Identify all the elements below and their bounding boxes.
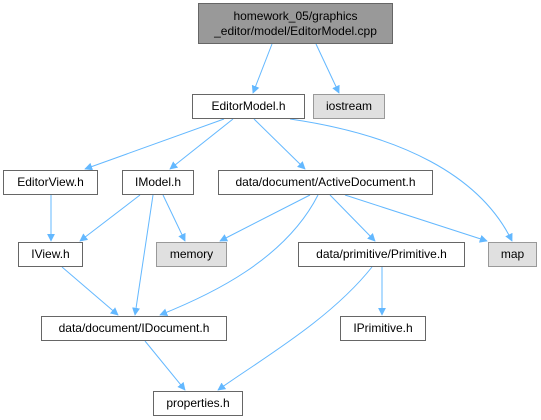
edge-iview-to-idocument — [61, 266, 119, 316]
node-imodel-h[interactable]: IModel.h — [122, 170, 194, 195]
node-root-editor-model-cpp[interactable]: homework_05/graphics _editor/model/Edito… — [198, 3, 393, 44]
edge-active-document-to-map — [344, 194, 488, 243]
edge-root-to-iostream — [315, 43, 340, 94]
edge-active-document-to-idocument — [159, 194, 319, 317]
edge-editor-model-to-imodel — [169, 118, 234, 170]
edge-editor-model-to-active-document — [253, 118, 306, 170]
edge-active-document-to-memory — [219, 194, 311, 242]
node-iprimitive-h[interactable]: IPrimitive.h — [340, 316, 426, 341]
node-map[interactable]: map — [488, 242, 537, 267]
root-label-line-1: homework_05/graphics — [233, 8, 358, 23]
node-idocument-h[interactable]: data/document/IDocument.h — [41, 316, 227, 341]
edge-editor-model-to-editor-view — [84, 118, 225, 171]
edge-imodel-to-memory — [162, 194, 186, 242]
node-iview-h[interactable]: IView.h — [18, 242, 83, 267]
edge-editor-model-to-map — [289, 118, 513, 242]
node-properties-h[interactable]: properties.h — [153, 391, 243, 416]
edge-imodel-to-idocument — [132, 194, 154, 316]
node-editor-view-h[interactable]: EditorView.h — [3, 170, 98, 195]
edge-primitive-to-properties — [217, 266, 373, 391]
node-iostream[interactable]: iostream — [313, 94, 385, 119]
edge-idocument-to-properties — [144, 340, 186, 391]
node-primitive-h[interactable]: data/primitive/Primitive.h — [298, 242, 465, 267]
edge-imodel-to-iview — [79, 194, 141, 242]
node-memory[interactable]: memory — [156, 242, 227, 267]
root-label-line-2: _editor/model/EditorModel.cpp — [214, 23, 377, 38]
edge-active-document-to-primitive — [329, 194, 376, 242]
edge-root-to-editor-model — [251, 43, 273, 94]
node-editor-model-h[interactable]: EditorModel.h — [192, 94, 305, 119]
node-active-document-h[interactable]: data/document/ActiveDocument.h — [218, 170, 433, 195]
